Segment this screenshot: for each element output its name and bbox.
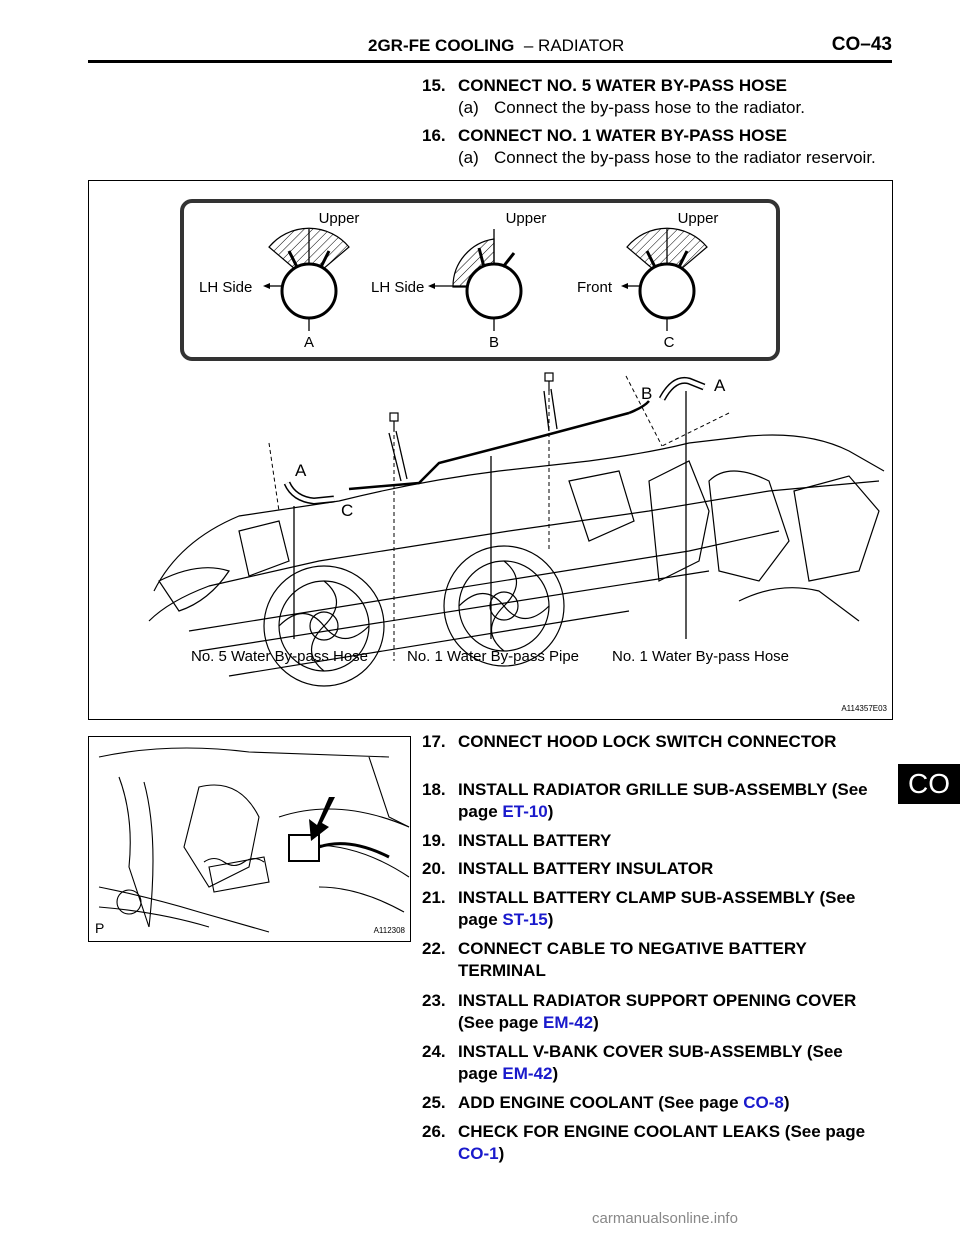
label-upper-b: Upper (506, 210, 547, 227)
label-upper-a: Upper (319, 210, 360, 227)
marker-a-right: A (714, 376, 726, 395)
clamp-diagram-c (621, 227, 708, 331)
step-15-substep: (a)Connect the by-pass hose to the radia… (458, 98, 805, 117)
caption-no1-pipe: No. 1 Water By-pass Pipe (407, 648, 579, 665)
hood-lock-illustration: P A112308 (95, 747, 410, 936)
step-19: 19.INSTALL BATTERY (422, 831, 612, 850)
bolt-icons (389, 372, 554, 431)
step-26: 26.CHECK FOR ENGINE COOLANT LEAKS (See p… (422, 1122, 866, 1163)
marker-a-left: A (295, 461, 307, 480)
link-em-42[interactable]: EM-42 (543, 1013, 594, 1032)
no1-water-bypass-pipe (348, 388, 650, 491)
caption-no1-hose: No. 1 Water By-pass Hose (612, 648, 789, 665)
footer-watermark: carmanualsonline.info (592, 1210, 738, 1227)
dashed-leaders (268, 375, 730, 661)
step-23: 23.INSTALL RADIATOR SUPPORT OPENING COVE… (422, 991, 857, 1032)
down-arrow-icon (309, 797, 335, 841)
figure-code: A112308 (374, 926, 406, 935)
step-15: 15.CONNECT NO. 5 WATER BY-PASS HOSE (422, 76, 788, 95)
step-22: 22.CONNECT CABLE TO NEGATIVE BATTERY TER… (422, 939, 807, 980)
step-25: 25.ADD ENGINE COOLANT (See page CO-8) (422, 1093, 790, 1112)
caption-leaders (293, 391, 687, 639)
header-rule (88, 60, 892, 63)
label-c: C (664, 334, 675, 351)
label-lh-side-a: LH Side (199, 279, 252, 296)
step-16: 16.CONNECT NO. 1 WATER BY-PASS HOSE (422, 126, 788, 145)
step-21: 21.INSTALL BATTERY CLAMP SUB-ASSEMBLY (S… (422, 888, 856, 929)
step-20: 20.INSTALL BATTERY INSULATOR (422, 859, 714, 878)
step-18: 18.INSTALL RADIATOR GRILLE SUB-ASSEMBLY … (422, 780, 868, 821)
engine-bay-drawing (148, 434, 885, 687)
marker-c: C (341, 501, 353, 520)
label-upper-c: Upper (678, 210, 719, 227)
link-em-42-b[interactable]: EM-42 (502, 1064, 553, 1083)
link-et-10[interactable]: ET-10 (502, 802, 548, 821)
section-title: 2GR-FE COOLING – RADIATOR (368, 36, 625, 55)
page-header: 2GR-FE COOLING – RADIATOR CO–43 (88, 30, 892, 63)
hood-lock-switch-figure: P A112308 (88, 736, 411, 942)
caption-no5-hose: No. 5 Water By-pass Hose (191, 648, 368, 665)
label-lh-side-b: LH Side (371, 279, 424, 296)
link-st-15[interactable]: ST-15 (502, 910, 548, 929)
clamp-diagram-a (263, 227, 350, 331)
link-co-8[interactable]: CO-8 (743, 1093, 784, 1112)
hose-routing-figure: Upper Upper Upper LH Side LH Side Front … (88, 180, 893, 720)
marker-b: B (641, 384, 652, 403)
section-tab-co: CO (898, 764, 960, 804)
figure-code: A114357E03 (841, 704, 887, 713)
engine-parts-drawing (98, 747, 410, 933)
figure-corner-letter: P (95, 920, 104, 936)
label-b: B (489, 334, 499, 351)
page-number: CO–43 (831, 34, 892, 55)
hose-routing-illustration: Upper Upper Upper LH Side LH Side Front … (148, 199, 888, 713)
hood-lock-connector (288, 834, 320, 862)
label-a: A (304, 334, 314, 351)
label-front-c: Front (577, 279, 613, 296)
step-17: 17.CONNECT HOOD LOCK SWITCH CONNECTOR (422, 732, 837, 751)
link-co-1[interactable]: CO-1 (458, 1144, 499, 1163)
clamp-diagram-b (428, 229, 523, 331)
step-16-substep: (a)Connect the by-pass hose to the radia… (458, 148, 876, 167)
step-24: 24.INSTALL V-BANK COVER SUB-ASSEMBLY (Se… (422, 1042, 843, 1083)
